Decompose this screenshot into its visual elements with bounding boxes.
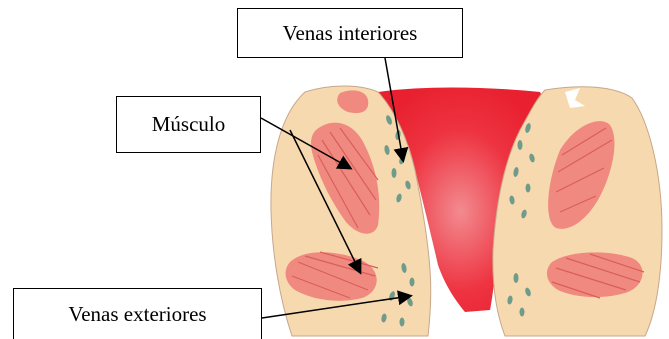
muscle-right-bottom bbox=[547, 252, 644, 298]
label-venas-exteriores: Venas exteriores bbox=[13, 288, 262, 339]
label-musculo: Músculo bbox=[116, 96, 261, 153]
label-venas-interiores: Venas interiores bbox=[237, 8, 463, 58]
label-venas-interiores-text: Venas interiores bbox=[283, 21, 418, 46]
label-musculo-text: Músculo bbox=[152, 112, 226, 137]
label-venas-exteriores-text: Venas exteriores bbox=[68, 302, 206, 327]
